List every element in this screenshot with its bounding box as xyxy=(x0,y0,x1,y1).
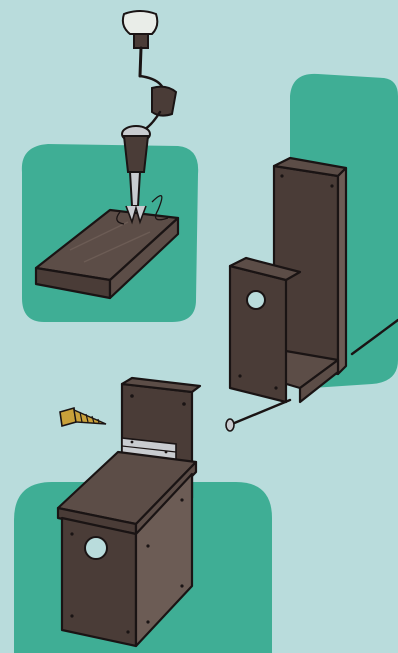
birdhouse-assembly-illustration xyxy=(0,0,398,653)
illustration-canvas xyxy=(0,0,398,653)
